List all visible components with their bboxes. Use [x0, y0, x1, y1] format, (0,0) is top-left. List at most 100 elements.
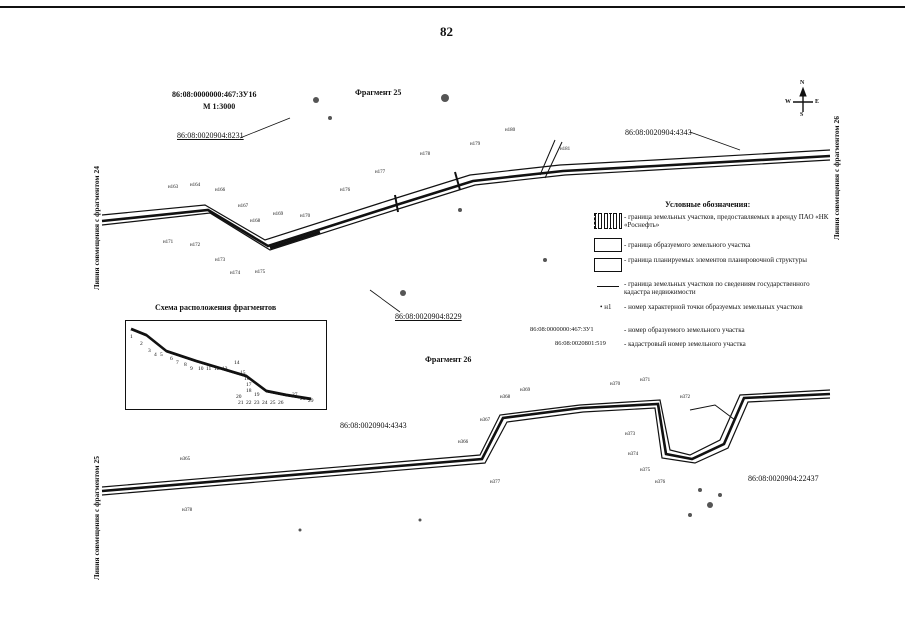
legend-item-6: - номер образуемого земельного участка	[624, 326, 745, 334]
fragment25-leaders	[239, 117, 741, 313]
point-label: н178	[420, 152, 431, 157]
point-label: н372	[680, 395, 691, 400]
fragment25-scale: М 1:3000	[203, 102, 236, 111]
scheme-number: 23	[254, 400, 260, 406]
scheme-number: 6	[170, 356, 173, 362]
point-label: н172	[190, 243, 201, 248]
point-label: н179	[470, 142, 481, 147]
point-label: н171	[163, 240, 174, 245]
scheme-number: 7	[176, 360, 179, 366]
point-label: н170	[300, 214, 311, 219]
point-label: н164	[190, 183, 201, 188]
point-label: н369	[520, 388, 531, 393]
point-label: н168	[250, 219, 261, 224]
scheme-number: 10	[198, 366, 204, 372]
point-label: н371	[640, 378, 651, 383]
legend-item-1: - граница земельных участков, предоставл…	[624, 213, 829, 229]
fragment26-title: Фрагмент 26	[425, 355, 472, 364]
scheme-drawing	[130, 327, 312, 402]
legend-point-symbol: • н1	[600, 303, 612, 311]
scheme-number: 11	[206, 366, 212, 372]
fragment25-plot-id: 86:08:0000000:467:ЗУ16	[172, 90, 257, 99]
legend-item-3: - граница планируемых элементов планиров…	[624, 256, 807, 264]
scheme-number: 13	[222, 366, 228, 372]
legend-swatch-hatched	[594, 213, 622, 229]
legend-item-5: - номер характерной точки образуемых зем…	[624, 303, 803, 311]
scheme-number: 5	[160, 352, 163, 358]
point-label: н174	[230, 271, 241, 276]
scheme-number: 4	[154, 352, 157, 358]
scheme-number: 15	[240, 370, 246, 376]
point-label: н365	[180, 457, 191, 462]
point-label: н375	[640, 468, 651, 473]
point-label: н376	[655, 480, 666, 485]
scheme-number: 27	[292, 392, 298, 398]
point-label: н173	[215, 258, 226, 263]
legend-item-7: - кадастровый номер земельного участка	[624, 340, 746, 348]
page-number: 82	[440, 24, 453, 39]
point-label: н373	[625, 432, 636, 437]
fragment25-cadastral-2: 86:08:0020904:4343	[625, 128, 692, 137]
scheme-number: 12	[214, 366, 220, 372]
legend-title: Условные обозначения:	[665, 200, 751, 209]
fragment26-corridor	[101, 389, 831, 496]
scheme-number: 16	[244, 376, 250, 382]
point-label: н378	[182, 508, 193, 513]
compass-rose-icon	[793, 86, 813, 112]
scheme-number: 8	[184, 362, 187, 368]
point-label: н166	[215, 188, 226, 193]
fragment25-cadastral-3: 86:08:0020904:8229	[395, 312, 462, 321]
compass-e: E	[815, 99, 820, 105]
scheme-number: 14	[234, 360, 240, 366]
compass-n: N	[800, 80, 805, 86]
point-label: н367	[480, 418, 491, 423]
scheme-number: 25	[270, 400, 276, 406]
fragment26-cadastral-1: 86:08:0020904:4343	[340, 421, 407, 430]
point-label: н368	[500, 395, 511, 400]
scheme-number: 21	[238, 400, 244, 406]
fragment25-noise	[313, 94, 547, 296]
legend-swatch-thin-line	[597, 286, 619, 287]
point-label: н370	[610, 382, 621, 387]
scheme-number: 28	[300, 396, 306, 402]
fragment25-corridor	[101, 139, 831, 251]
point-label: н169	[273, 212, 284, 217]
fragment26-cadastral-2: 86:08:0020904:22437	[748, 474, 819, 483]
point-label: н374	[628, 452, 639, 457]
scheme-title: Схема расположения фрагментов	[155, 303, 277, 312]
point-label: н163	[168, 185, 179, 190]
point-label: н176	[340, 188, 351, 193]
fragment25-cadastral-1: 86:08:0020904:8231	[177, 131, 244, 140]
scheme-number: 19	[254, 392, 260, 398]
point-label: н177	[375, 170, 386, 175]
scheme-number: 22	[246, 400, 252, 406]
scheme-number: 20	[236, 394, 242, 400]
scheme-number: 2	[140, 341, 143, 347]
compass-s: S	[800, 112, 804, 118]
scheme-number: 9	[190, 366, 193, 372]
legend-item-4: - граница земельных участков по сведения…	[624, 280, 810, 296]
point-label: н366	[458, 440, 469, 445]
scheme-number: 1	[130, 334, 133, 340]
point-label: н175	[255, 270, 266, 275]
scheme-number: 3	[148, 348, 151, 354]
fragment25-title: Фрагмент 25	[355, 88, 402, 97]
point-label: н167	[238, 204, 249, 209]
legend-item-2: - граница образуемого земельного участка	[624, 241, 751, 249]
legend-plot-id-symbol: 86:08:0000000:467:ЗУ1	[530, 326, 594, 333]
top-border-line	[0, 6, 905, 8]
compass-w: W	[785, 99, 791, 105]
scheme-number: 17	[246, 382, 252, 388]
point-label: н181	[560, 147, 571, 152]
point-label: н377	[490, 480, 501, 485]
legend-cadastral-symbol: 86:08:0020801:519	[555, 340, 606, 347]
scheme-box	[125, 320, 327, 410]
scheme-number: 24	[262, 400, 268, 406]
point-label: н180	[505, 128, 516, 133]
legend-swatch-thick	[594, 238, 622, 252]
scheme-number: 26	[278, 400, 284, 406]
fragment26-noise	[298, 488, 722, 532]
scheme-number: 29	[308, 398, 314, 404]
scheme-number: 18	[246, 388, 252, 394]
